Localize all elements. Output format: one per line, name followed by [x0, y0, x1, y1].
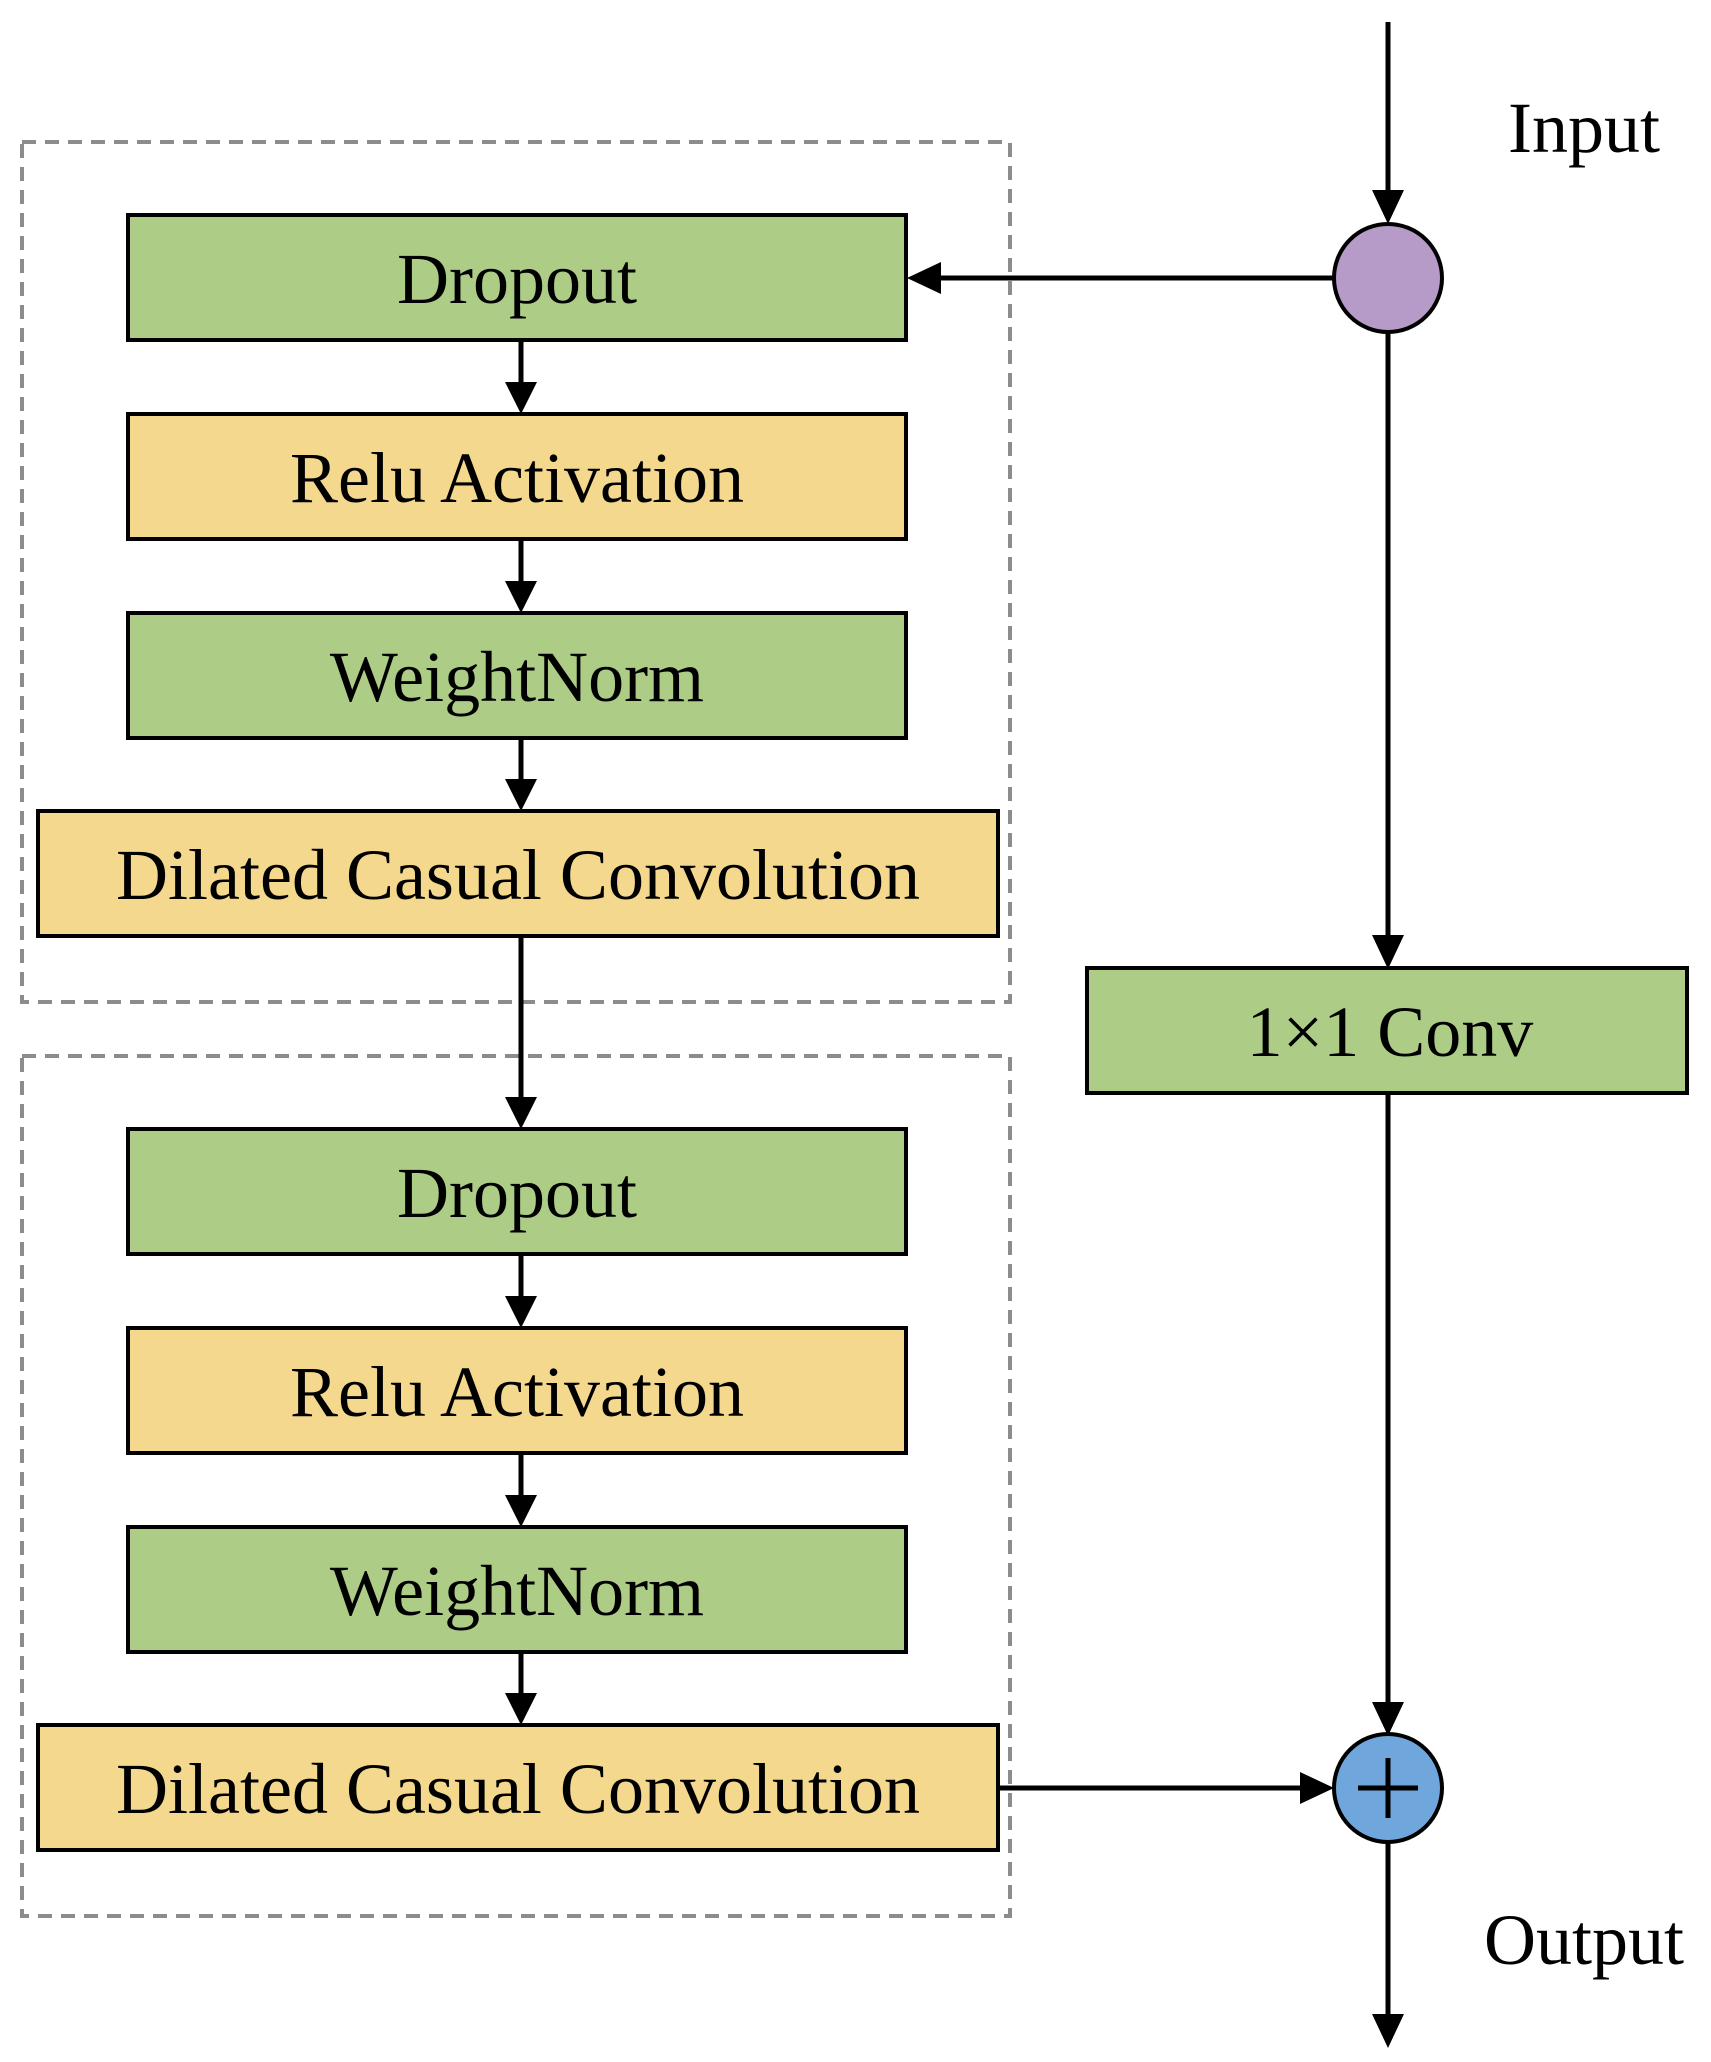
block-1-relu-box	[126, 412, 908, 541]
b2-arrow-2-head	[505, 1495, 537, 1527]
input-arrowhead	[1372, 190, 1404, 224]
block-1-dropout-label: Dropout	[397, 239, 637, 319]
block-1-relu-label: Relu Activation	[290, 438, 744, 518]
b1-arrow-1-head	[505, 382, 537, 414]
block-1-dropout-box	[126, 213, 908, 342]
conv-1x1-box	[1085, 966, 1689, 1095]
block-2-dilated-conv-box	[36, 1723, 1000, 1852]
block-1-group	[20, 140, 1012, 1004]
dilated-to-sum-arrowhead	[1300, 1772, 1334, 1804]
block-2-relu-label: Relu Activation	[290, 1352, 744, 1432]
block-1-dilated-conv-label: Dilated Casual Convolution	[116, 835, 920, 915]
split-node	[1332, 222, 1444, 334]
output-label: Output	[1484, 1900, 1684, 1980]
block-2-dropout-label: Dropout	[397, 1153, 637, 1233]
block-2-dilated-conv-label: Dilated Casual Convolution	[116, 1749, 920, 1829]
block-1-weightnorm-label: WeightNorm	[330, 637, 704, 717]
b1-arrow-2-head	[505, 581, 537, 613]
b2-arrow-3-head	[505, 1693, 537, 1725]
b2-arrow-1-head	[505, 1296, 537, 1328]
input-label: Input	[1508, 88, 1660, 168]
block-2-dropout-box	[126, 1127, 908, 1256]
split-to-dropout-arrowhead	[907, 262, 941, 294]
conv-to-sum-arrowhead	[1372, 1702, 1404, 1736]
block1-to-block2-head	[505, 1097, 537, 1129]
split-to-conv-arrowhead	[1372, 935, 1404, 969]
conv-1x1-label: 1×1 Conv	[1247, 992, 1534, 1072]
block-2-group	[20, 1054, 1012, 1918]
block-2-weightnorm-label: WeightNorm	[330, 1551, 704, 1631]
block-1-weightnorm-box	[126, 611, 908, 740]
block-2-relu-box	[126, 1326, 908, 1455]
output-arrowhead	[1372, 2014, 1404, 2048]
block-2-weightnorm-box	[126, 1525, 908, 1654]
block-1-dilated-conv-box	[36, 809, 1000, 938]
b1-arrow-3-head	[505, 779, 537, 811]
